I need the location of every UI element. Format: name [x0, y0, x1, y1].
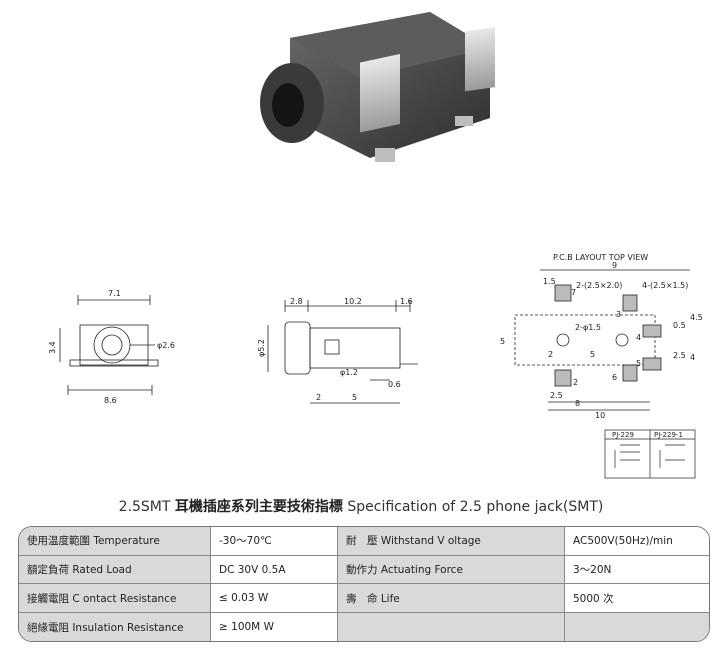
pcb-h-label: 5 — [500, 337, 505, 346]
pcb-n5: 5 — [636, 359, 641, 368]
pcb-b25-label: 2.5 — [550, 391, 563, 400]
side-view — [267, 300, 418, 404]
spec-value: DC 30V 0.5A — [210, 554, 338, 585]
front-height-label: 3.4 — [48, 341, 57, 354]
spec-title-model: 2.5SMT — [118, 499, 171, 515]
pcb-r45-label: 4.5 — [690, 313, 703, 322]
front-view — [59, 295, 159, 395]
spec-value: ≤ 0.03 W — [210, 583, 338, 614]
pcb-n2: 2 — [573, 378, 578, 387]
spec-row: 額定負荷 Rated Load DC 30V 0.5A 動作力 Actuatin… — [19, 554, 709, 585]
pcb-top-label: 9 — [612, 261, 617, 270]
spec-label: 耐 壓 Withstand V oltage — [337, 527, 565, 556]
spec-label: 額定負荷 Rated Load — [19, 554, 211, 585]
schematic-box — [604, 429, 696, 479]
spec-title: 2.5SMT 耳機插座系列主要技術指標 Specification of 2.5… — [0, 496, 722, 516]
side-d3-label: 1.6 — [400, 297, 413, 306]
side-dia-label: φ5.2 — [257, 339, 266, 357]
schematic-a-label: PJ-229 — [612, 431, 634, 439]
side-d1-label: 2.8 — [290, 297, 303, 306]
front-width-label: 7.1 — [108, 289, 121, 298]
pcb-pads-r-label: 4-(2.5×1.5) — [642, 281, 688, 290]
spec-title-en: Specification of 2.5 phone jack(SMT) — [347, 499, 604, 515]
spec-value: 5000 次 — [564, 583, 709, 614]
side-b1-label: 0.6 — [388, 380, 401, 389]
spec-label: 使用温度範圍 Temperature — [19, 527, 211, 556]
spec-value: AC500V(50Hz)/min — [564, 527, 709, 556]
spec-label: 接觸電阻 C ontact Resistance — [19, 583, 211, 614]
pcb-title: P.C.B LAYOUT TOP VIEW — [553, 253, 648, 262]
pcb-b10-label: 10 — [595, 411, 605, 420]
pcb-b8-label: 8 — [575, 399, 580, 408]
spec-value: ≥ 100M W — [210, 612, 338, 641]
pcb-n4: 4 — [636, 333, 641, 342]
spec-value: 3～20N — [564, 554, 709, 585]
spec-row: 使用温度範圍 Temperature -30～70℃ 耐 壓 Withstand… — [19, 527, 709, 556]
pcb-pads-label: 2-(2.5×2.0) — [576, 281, 622, 290]
pcb-w5-label: 5 — [590, 350, 595, 359]
spec-label: 絕緣電阻 Insulation Resistance — [19, 612, 211, 641]
spec-table: 使用温度範圍 Temperature -30～70℃ 耐 壓 Withstand… — [18, 526, 710, 642]
side-b2-label: 2 — [316, 393, 321, 402]
pcb-n6: 6 — [612, 373, 617, 382]
front-bottom-label: 8.6 — [104, 396, 117, 405]
side-b3-label: 5 — [352, 393, 357, 402]
spec-row: 接觸電阻 C ontact Resistance ≤ 0.03 W 壽 命 Li… — [19, 583, 709, 614]
spec-empty-cell — [564, 612, 709, 641]
spec-empty-cell — [337, 612, 565, 641]
pcb-n7: 7 — [571, 288, 576, 297]
pcb-holes-label: 2-φ1.5 — [575, 323, 601, 332]
spec-value: -30～70℃ — [210, 527, 338, 556]
pcb-r25-label: 2.5 — [673, 351, 686, 360]
side-d2-label: 10.2 — [344, 297, 362, 306]
spec-label: 壽 命 Life — [337, 583, 565, 614]
pcb-layout — [514, 269, 690, 411]
pcb-n3: 3 — [616, 310, 621, 319]
product-photo — [260, 12, 495, 162]
pcb-w2-label: 2 — [548, 350, 553, 359]
technical-drawings: 7.1 3.4 8.6 φ2.6 2.8 10.2 1.6 φ5.2 φ1.2 … — [48, 253, 703, 479]
side-pin-label: φ1.2 — [340, 368, 358, 377]
spec-label: 動作力 Actuating Force — [337, 554, 565, 585]
spec-row: 絕緣電阻 Insulation Resistance ≥ 100M W — [19, 612, 709, 641]
schematic-b-label: PJ-229-1 — [654, 431, 683, 439]
pcb-pad-l-label: 1.5 — [543, 277, 556, 286]
front-hole-label: φ2.6 — [157, 341, 175, 350]
pcb-r05-label: 0.5 — [673, 321, 686, 330]
pcb-r4-label: 4 — [690, 353, 695, 362]
spec-title-cn: 耳機插座系列主要技術指標 — [174, 499, 343, 515]
